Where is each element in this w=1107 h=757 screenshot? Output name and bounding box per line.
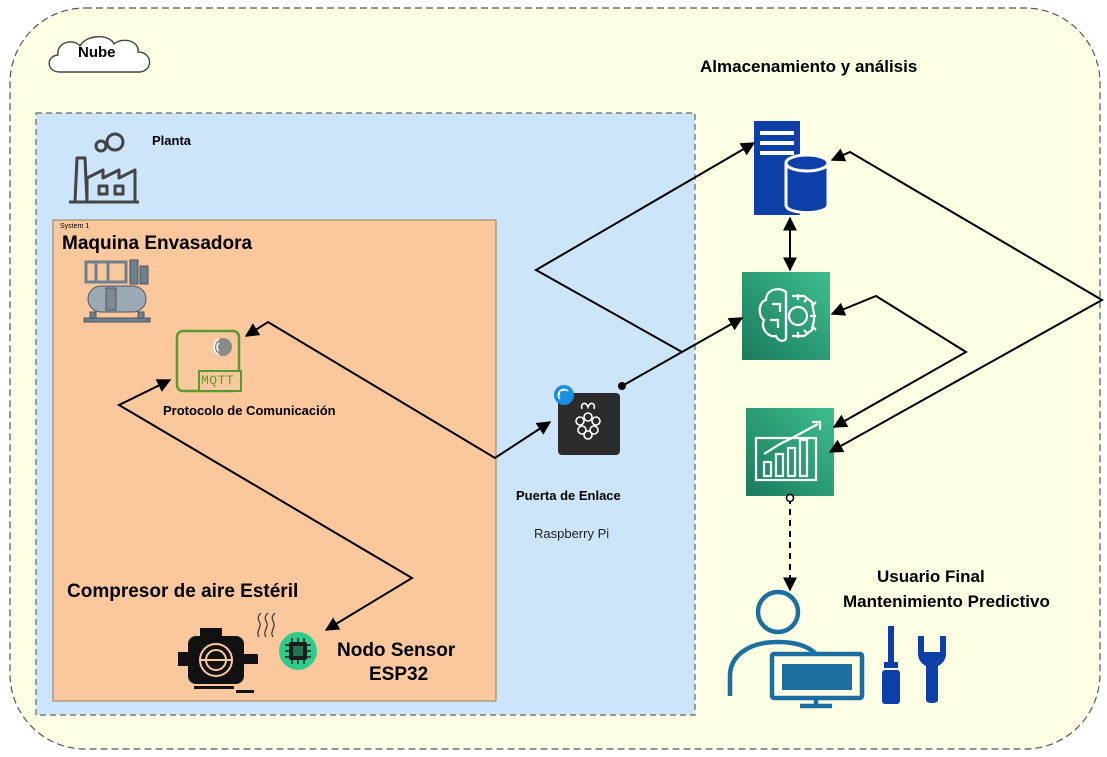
system-tag: System 1 [60,223,90,230]
gateway-to-server-connector [533,142,756,353]
gateway-title: Puerta de Enlace [516,488,621,503]
cloud-badge-icon [48,36,151,73]
plant-label: Planta [152,133,192,148]
ml-brain-icon [742,272,830,360]
mqtt-to-gateway-connector [244,320,552,460]
cloud-label: Nube [78,44,116,61]
analytics-chart-icon [746,408,834,496]
user-computer-icon [727,589,865,709]
machine-icon [83,259,151,323]
sensor-to-mqtt-connector [116,379,414,631]
gateway-subtitle: Raspberry Pi [534,526,610,541]
user-title-line1: Usuario Final [877,567,985,586]
motor-icon [178,628,258,693]
gateway-to-ml-connector [621,317,744,387]
server-to-analytics-connector [828,148,1105,453]
ml-to-analytics-connector [830,294,968,428]
raspberry-pi-icon [554,385,620,455]
sensor-label-line2: ESP32 [369,664,429,685]
cloud-title: Almacenamiento y análisis [700,57,918,76]
user-title-line2: Mantenimiento Predictivo [843,592,1050,611]
factory-icon [69,132,139,204]
chip-icon [279,632,317,670]
server-database-icon [754,121,830,215]
sensor-label-line1: Nodo Sensor [337,640,456,661]
tools-icon [882,626,946,704]
machine-title: Maquina Envasadora [62,233,253,254]
